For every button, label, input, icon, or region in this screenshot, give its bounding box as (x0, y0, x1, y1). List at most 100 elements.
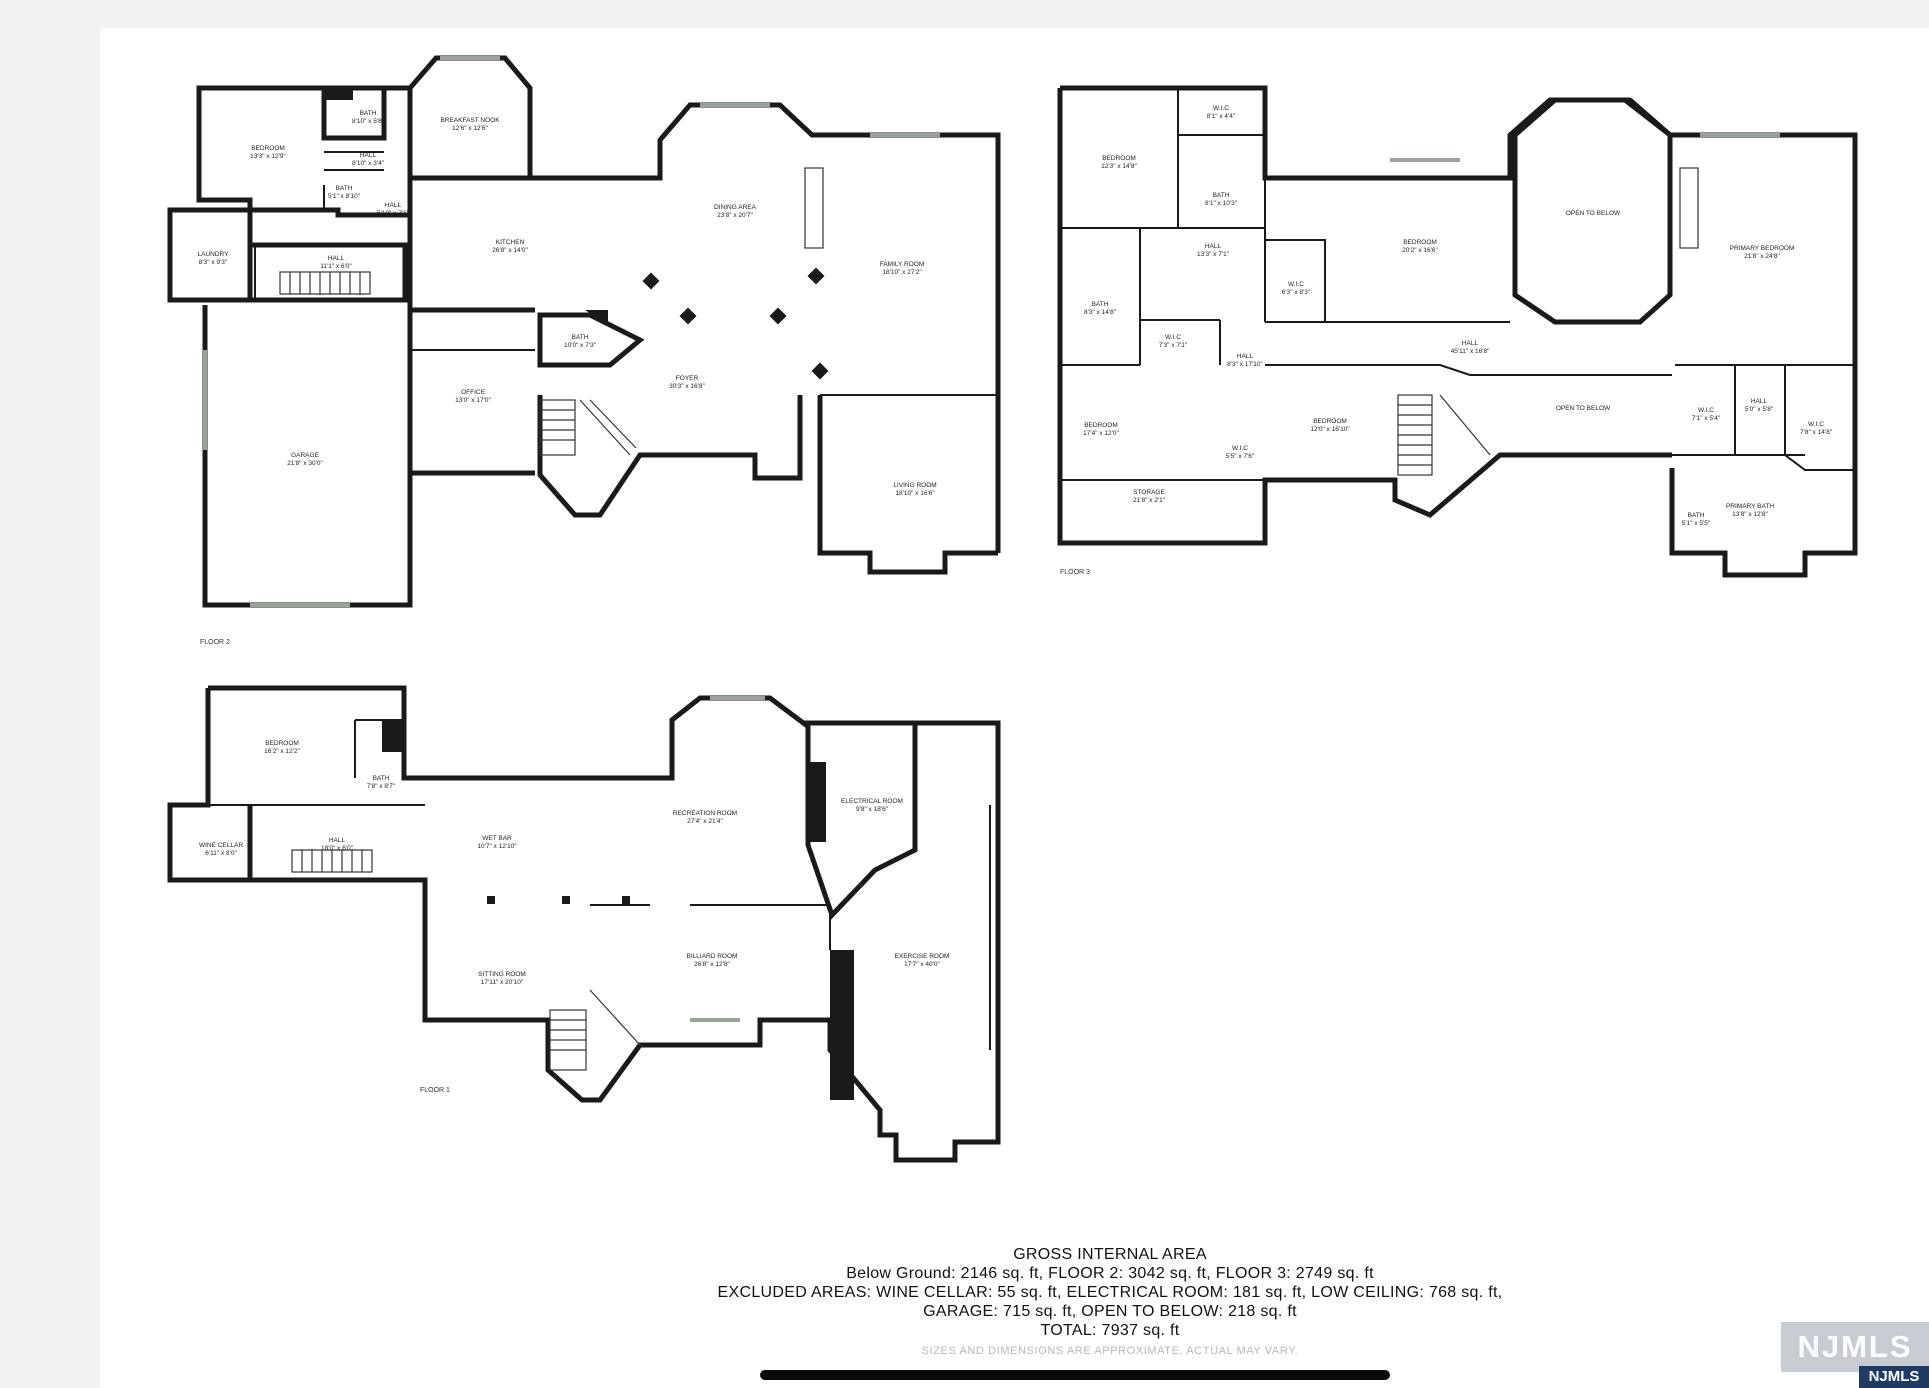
floor2-room-hall-name: HALL (328, 255, 345, 262)
floor3-room-w-i-c-dims: 6'3" x 8'3" (1282, 289, 1311, 296)
floor1-room-billiard-room-dims: 26'8" x 12'8" (694, 961, 730, 968)
floor2-room-office-dims: 13'0" x 17'0" (455, 397, 491, 404)
floor3-room-w-i-c-dims: 7'8" x 14'8" (1800, 429, 1833, 436)
floor-3-label: FLOOR 3 (1060, 569, 1090, 576)
floor2-room-living-room-dims: 18'10" x 16'6" (895, 490, 935, 497)
floor3-room-w-i-c-name: W.I.C (1808, 421, 1824, 428)
floor3-room-open-to-below-name: OPEN TO BELOW (1556, 405, 1611, 412)
area-summary-total: TOTAL: 7937 sq. ft (1040, 1322, 1180, 1339)
floor1-room-bedroom-dims: 16'2" x 12'2" (264, 748, 300, 755)
floor2-room-office-name: OFFICE (461, 389, 485, 396)
floor3-room-hall-dims: 8'3" x 17'10" (1227, 361, 1263, 368)
njmls-logo: NJMLS NJMLS (1781, 1322, 1929, 1388)
home-indicator-bar[interactable] (760, 1370, 1390, 1380)
floor1-room-hall-name: HALL (329, 837, 346, 844)
floor3-room-w-i-c-dims: 7'1" x 5'4" (1692, 415, 1721, 422)
floor-2-label: FLOOR 2 (200, 639, 230, 646)
floor3-room-bedroom-dims: 20'2" x 16'6" (1402, 247, 1438, 254)
floor3-room-bedroom-dims: 12'3" x 14'8" (1101, 163, 1137, 170)
floor-1-label: FLOOR 1 (420, 1087, 450, 1094)
floor-2-plan: FLOOR 2 (167, 55, 1001, 646)
njmls-logo-main: NJMLS (1781, 1322, 1929, 1372)
floor2-room-bath-dims: 5'1" x 8'10" (328, 193, 361, 200)
floor2-room-laundry-dims: 8'3" x 9'3" (199, 259, 228, 266)
floor3-room-w-i-c-dims: 8'1" x 4'4" (1207, 113, 1236, 120)
floor3-room-bath-name: BATH (1092, 301, 1109, 308)
floor2-room-family-room-dims: 18'10" x 27'2" (882, 269, 922, 276)
floor3-room-w-i-c-dims: 5'5" x 7'6" (1226, 453, 1255, 460)
floor3-room-bath-dims: 8'3" x 14'8" (1084, 309, 1117, 316)
area-summary: GROSS INTERNAL AREA Below Ground: 2146 s… (560, 1245, 1660, 1361)
floor1-room-exercise-room-name: EXERCISE ROOM (895, 953, 950, 960)
floor3-room-primary-bath-dims: 13'8" x 12'8" (1732, 511, 1768, 518)
floor-1-plan: FLOOR 1 (167, 685, 1001, 1163)
floor2-room-kitchen-dims: 26'8" x 14'0" (492, 247, 528, 254)
area-summary-line-3: GARAGE: 715 sq. ft, OPEN TO BELOW: 218 s… (923, 1303, 1297, 1320)
floor1-room-billiard-room-name: BILLIARD ROOM (687, 953, 738, 960)
floor3-room-bedroom-name: BEDROOM (1403, 239, 1437, 246)
area-summary-title: GROSS INTERNAL AREA (1013, 1246, 1207, 1263)
floor2-room-bedroom-name: BEDROOM (251, 145, 285, 152)
floor3-room-storage-name: STORAGE (1133, 489, 1165, 496)
floor2-room-breakfast-nook-name: BREAKFAST NOOK (440, 117, 500, 124)
floor3-room-bedroom-dims: 17'4" x 12'0" (1083, 430, 1119, 437)
floor1-room-sitting-room-dims: 17'11" x 20'10" (481, 979, 524, 986)
floor2-room-laundry-name: LAUNDRY (198, 251, 230, 258)
floor1-room-wet-bar-dims: 10'7" x 12'10" (477, 843, 517, 850)
floor2-room-hall-name: HALL (360, 152, 377, 159)
floor2-room-foyer-dims: 30'3" x 16'8" (669, 383, 705, 390)
floor3-room-bath-name: BATH (1213, 192, 1230, 199)
floor-plan-sheet: FLOOR 2 FLOOR 3 (100, 28, 1929, 1388)
floor3-room-bedroom-name: BEDROOM (1084, 422, 1118, 429)
floor2-room-family-room-name: FAMILY ROOM (880, 261, 925, 268)
floor1-room-bedroom-name: BEDROOM (265, 740, 299, 747)
floor3-room-w-i-c-name: W.I.C (1698, 407, 1714, 414)
floor2-room-hall-dims: 8'10" x 3'4" (352, 160, 385, 167)
floor2-room-foyer-name: FOYER (676, 375, 699, 382)
floor2-room-living-room-name: LIVING ROOM (893, 482, 936, 489)
floor2-room-bath-dims: 10'0" x 7'3" (564, 342, 597, 349)
floor2-room-hall-name: HALL (385, 202, 402, 209)
floor1-room-bath-name: BATH (373, 775, 390, 782)
floor1-room-exercise-room-dims: 17'7" x 40'0" (904, 961, 940, 968)
floor2-room-dining-area-name: DINING AREA (714, 204, 757, 211)
floor3-room-hall-name: HALL (1751, 398, 1768, 405)
floor2-room-dining-area-dims: 23'8" x 20'7" (717, 212, 753, 219)
floor3-room-hall-dims: 13'3" x 7'1" (1197, 251, 1230, 258)
floor3-room-w-i-c-dims: 7'3" x 7'1" (1159, 342, 1188, 349)
floor3-room-open-to-below-name: OPEN TO BELOW (1566, 210, 1621, 217)
floor2-room-bath-name: BATH (336, 185, 353, 192)
floor3-room-bath-name: BATH (1688, 512, 1705, 519)
floor1-room-sitting-room-name: SITTING ROOM (478, 971, 526, 978)
floor3-room-primary-bath-name: PRIMARY BATH (1726, 503, 1774, 510)
floor2-room-garage-name: GARAGE (291, 452, 319, 459)
floor3-room-bedroom-dims: 12'0" x 16'10" (1310, 426, 1350, 433)
floor3-room-primary-bedroom-dims: 21'8" x 24'8" (1744, 253, 1780, 260)
area-summary-note: SIZES AND DIMENSIONS ARE APPROXIMATE, AC… (921, 1345, 1299, 1357)
floor1-room-electrical-room-name: ELECTRICAL ROOM (841, 798, 903, 805)
floor3-room-hall-dims: 5'0" x 5'8" (1745, 406, 1774, 413)
floor2-room-bath-name: BATH (360, 110, 377, 117)
floor3-room-bath-dims: 8'1" x 10'3" (1205, 200, 1238, 207)
floor2-room-garage-dims: 21'8" x 30'0" (287, 460, 323, 467)
floor1-room-bath-dims: 7'8" x 8'7" (367, 783, 396, 790)
floor3-room-bath-dims: 5'1" x 5'5" (1682, 520, 1711, 527)
floor2-room-hall-dims: 5'10" x 7'1" (377, 210, 410, 217)
floor-plans-drawing: FLOOR 2 FLOOR 3 (167, 55, 1858, 1163)
floor1-room-recreation-room-dims: 27'4" x 21'4" (687, 818, 723, 825)
floor1-room-wine-cellar-name: WINE CELLAR (199, 842, 243, 849)
floor3-room-hall-name: HALL (1237, 353, 1254, 360)
floor2-room-breakfast-nook-dims: 12'6" x 12'6" (452, 125, 488, 132)
floor1-room-recreation-room-name: RECREATION ROOM (673, 810, 737, 817)
floor3-room-w-i-c-name: W.I.C (1165, 334, 1181, 341)
floor3-room-hall-name: HALL (1205, 243, 1222, 250)
floor1-room-electrical-room-dims: 9'8" x 18'6" (856, 806, 889, 813)
floor2-room-bath-name: BATH (572, 334, 589, 341)
floor3-room-w-i-c-name: W.I.C (1288, 281, 1304, 288)
floor3-room-storage-dims: 21'8" x 2'1" (1133, 497, 1166, 504)
area-summary-line-1: Below Ground: 2146 sq. ft, FLOOR 2: 3042… (846, 1265, 1374, 1282)
floor2-room-kitchen-name: KITCHEN (496, 239, 525, 246)
floor3-room-w-i-c-name: W.I.C (1213, 105, 1229, 112)
floor2-room-bath-dims: 8'10" x 5'8" (352, 118, 385, 125)
